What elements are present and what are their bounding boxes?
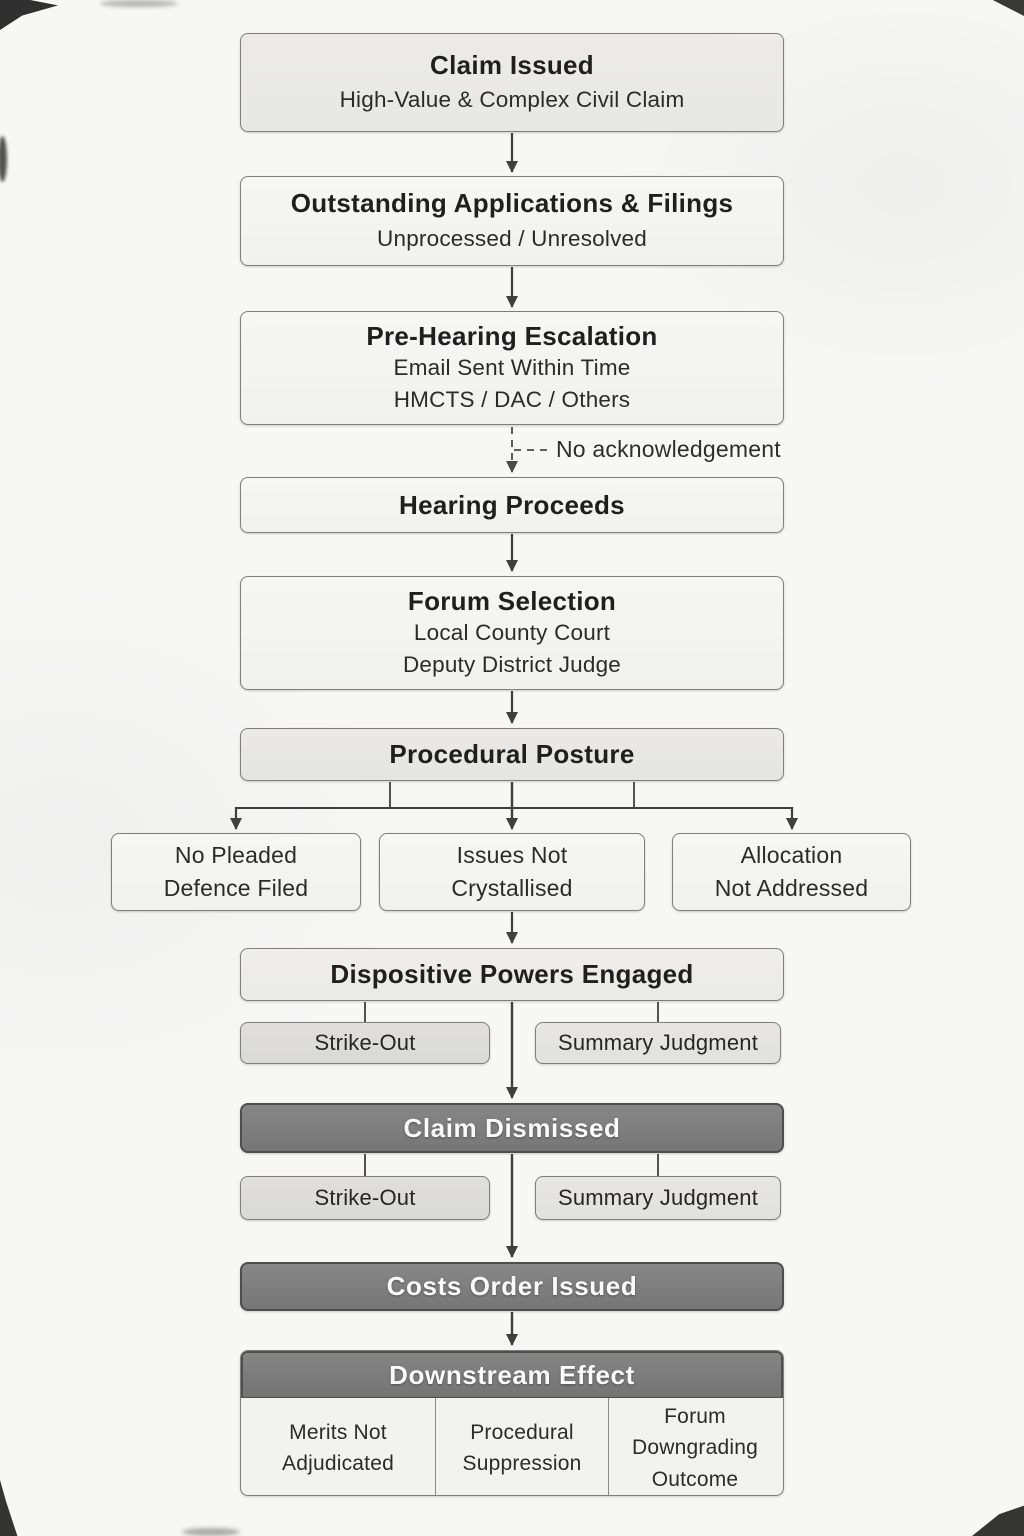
node-dismissed-strike-out: Strike-Out bbox=[240, 1176, 490, 1220]
node-costs-order-issued: Costs Order Issued bbox=[240, 1262, 784, 1311]
node-title: Forum Selection bbox=[407, 585, 617, 616]
node-claim-dismissed: Claim Dismissed bbox=[240, 1103, 784, 1153]
node-forum-selection: Forum Selection Local County Court Deput… bbox=[240, 576, 784, 690]
node-downstream-effect: Downstream Effect Merits Not Adjudicated… bbox=[240, 1350, 784, 1496]
node-dispositive-summary-judgment: Summary Judgment bbox=[535, 1022, 781, 1064]
node-dispositive-powers-engaged: Dispositive Powers Engaged bbox=[240, 948, 784, 1001]
cell-line: Suppression bbox=[462, 1452, 582, 1475]
node-hearing-proceeds: Hearing Proceeds bbox=[240, 477, 784, 533]
node-title: Claim Issued bbox=[430, 49, 594, 80]
node-pre-hearing-escalation: Pre-Hearing Escalation Email Sent Within… bbox=[240, 311, 784, 425]
downstream-cell-forum: Forum Downgrading Outcome bbox=[609, 1398, 781, 1495]
node-line: Deputy District Judge bbox=[402, 652, 622, 678]
cell-line: Merits Not bbox=[289, 1420, 387, 1444]
node-title: Hearing Proceeds bbox=[399, 489, 625, 520]
node-label: Summary Judgment bbox=[557, 1030, 759, 1055]
downstream-body: Merits Not Adjudicated Procedural Suppre… bbox=[241, 1398, 783, 1495]
node-title: Downstream Effect bbox=[389, 1359, 635, 1390]
node-line: Not Addressed bbox=[714, 875, 869, 901]
node-title: Dispositive Powers Engaged bbox=[330, 959, 694, 990]
downstream-cell-procedural: Procedural Suppression bbox=[435, 1398, 609, 1495]
cell-line: Adjudicated bbox=[282, 1452, 394, 1475]
node-line: Email Sent Within Time bbox=[393, 355, 631, 381]
node-procedural-posture: Procedural Posture bbox=[240, 728, 784, 781]
node-title: Costs Order Issued bbox=[386, 1271, 638, 1302]
node-allocation-not-addressed: Allocation Not Addressed bbox=[672, 833, 911, 911]
downstream-header: Downstream Effect bbox=[241, 1351, 783, 1398]
node-subtitle: Unprocessed / Unresolved bbox=[377, 225, 647, 251]
node-line: Allocation bbox=[740, 841, 843, 868]
node-label: Summary Judgment bbox=[557, 1185, 759, 1210]
cell-line: Downgrading bbox=[632, 1436, 758, 1460]
node-claim-issued: Claim Issued High-Value & Complex Civil … bbox=[240, 33, 784, 132]
node-subtitle: High-Value & Complex Civil Claim bbox=[339, 87, 685, 113]
edge-label-no-acknowledgement: No acknowledgement bbox=[556, 436, 781, 462]
node-line: Local County Court bbox=[413, 620, 611, 646]
node-no-pleaded-defence: No Pleaded Defence Filed bbox=[111, 833, 361, 911]
node-label: Strike-Out bbox=[314, 1030, 416, 1055]
node-title: Outstanding Applications & Filings bbox=[290, 188, 734, 219]
node-issues-not-crystallised: Issues Not Crystallised bbox=[379, 833, 645, 911]
cell-line: Forum bbox=[664, 1404, 726, 1428]
cell-line: Outcome bbox=[651, 1467, 739, 1491]
node-line: Defence Filed bbox=[163, 875, 309, 901]
node-outstanding-applications: Outstanding Applications & Filings Unpro… bbox=[240, 176, 784, 266]
node-line: Crystallised bbox=[451, 875, 573, 901]
node-line: Issues Not bbox=[456, 841, 568, 868]
node-label: Strike-Out bbox=[314, 1185, 416, 1210]
node-dismissed-summary-judgment: Summary Judgment bbox=[535, 1176, 781, 1220]
node-title: Claim Dismissed bbox=[403, 1112, 621, 1143]
downstream-cell-merits: Merits Not Adjudicated bbox=[241, 1398, 435, 1495]
node-dispositive-strike-out: Strike-Out bbox=[240, 1022, 490, 1064]
node-line: No Pleaded bbox=[174, 841, 298, 868]
node-title: Procedural Posture bbox=[389, 739, 635, 770]
node-line: HMCTS / DAC / Others bbox=[393, 387, 631, 413]
cell-line: Procedural bbox=[470, 1420, 574, 1444]
node-title: Pre-Hearing Escalation bbox=[366, 320, 658, 351]
